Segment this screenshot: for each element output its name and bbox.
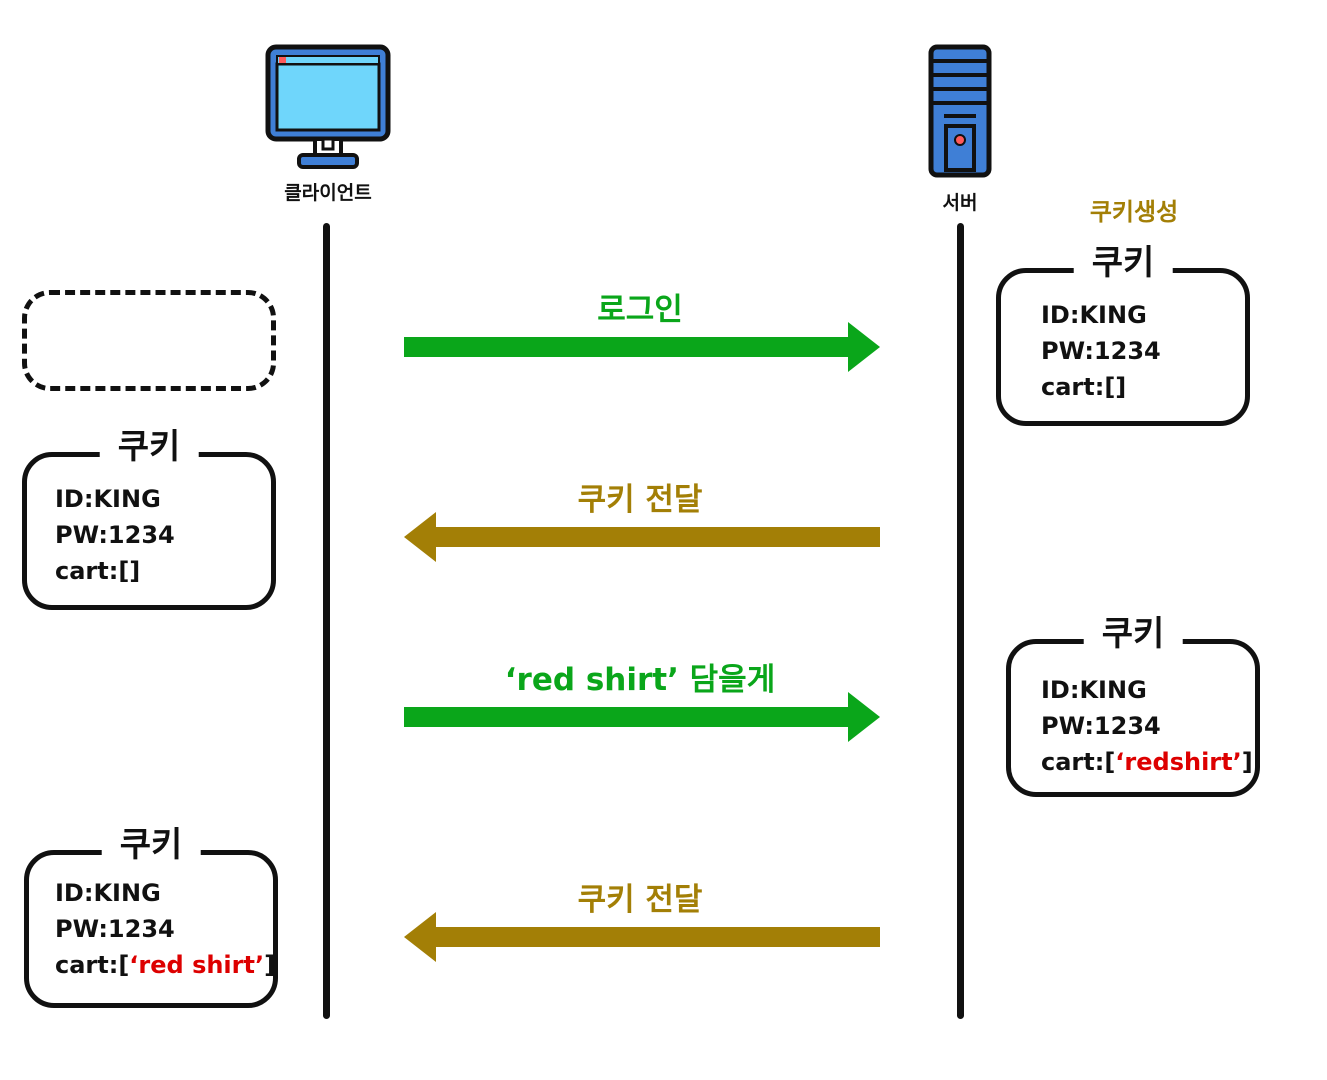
cart-suffix: ] xyxy=(1115,373,1127,401)
cart-prefix: cart:[ xyxy=(1041,373,1116,401)
server-label: 서버 xyxy=(942,192,978,214)
client-cookie-box: 쿠키 ID:KING PW:1234 cart:[‘red shirt’] xyxy=(24,817,278,1008)
cart-suffix: ] xyxy=(264,951,276,979)
cart-value: ‘red shirt’ xyxy=(129,951,265,979)
arrow-left-icon xyxy=(404,912,880,962)
cookie-title: 쿠키 xyxy=(1073,235,1173,291)
empty-cookie-placeholder xyxy=(22,290,276,391)
server-tower-icon xyxy=(928,44,992,178)
client-lifeline xyxy=(323,223,330,1019)
message-cookie-delivery-label: 쿠키 전달 xyxy=(577,882,703,918)
monitor-icon xyxy=(265,44,391,169)
cookie-title: 쿠키 xyxy=(1083,606,1183,662)
cart-suffix: ] xyxy=(129,557,141,585)
cookie-pw: PW:1234 xyxy=(55,521,175,549)
cookie-pw: PW:1234 xyxy=(1041,712,1161,740)
cookie-id: ID:KING xyxy=(55,879,161,907)
cookie-title: 쿠키 xyxy=(99,419,199,475)
cookie-cart: cart:[] xyxy=(1041,369,1161,405)
message-cookie-delivery-label: 쿠키 전달 xyxy=(577,482,703,518)
cookie-cart: cart:[] xyxy=(55,553,175,589)
cookie-id: ID:KING xyxy=(1041,676,1147,704)
message-add-item-label: ‘red shirt’ 담을게 xyxy=(504,662,776,698)
cookie-creation-note: 쿠키생성 xyxy=(1089,198,1179,226)
message-login-label: 로그인 xyxy=(597,292,683,328)
cart-prefix: cart:[ xyxy=(55,557,130,585)
server-cookie-box: 쿠키 ID:KING PW:1234 cart:[‘redshirt’] xyxy=(1006,606,1260,797)
cart-suffix: ] xyxy=(1241,748,1253,776)
arrow-right-icon xyxy=(404,322,880,372)
client-cookie-box: 쿠키 ID:KING PW:1234 cart:[] xyxy=(22,419,276,610)
client-label: 클라이언트 xyxy=(284,182,372,204)
cart-prefix: cart:[ xyxy=(55,951,130,979)
server-lifeline xyxy=(957,223,964,1019)
cookie-cart: cart:[‘redshirt’] xyxy=(1041,744,1253,780)
server-cookie-box: 쿠키 ID:KING PW:1234 cart:[] xyxy=(996,235,1250,426)
cookie-cart: cart:[‘red shirt’] xyxy=(55,947,275,983)
cookie-pw: PW:1234 xyxy=(1041,337,1161,365)
cookie-pw: PW:1234 xyxy=(55,915,175,943)
arrow-right-icon xyxy=(404,692,880,742)
cart-value: ‘redshirt’ xyxy=(1115,748,1242,776)
cookie-title: 쿠키 xyxy=(101,817,201,873)
cookie-id: ID:KING xyxy=(1041,301,1147,329)
cart-prefix: cart:[ xyxy=(1041,748,1116,776)
cookie-id: ID:KING xyxy=(55,485,161,513)
arrow-left-icon xyxy=(404,512,880,562)
